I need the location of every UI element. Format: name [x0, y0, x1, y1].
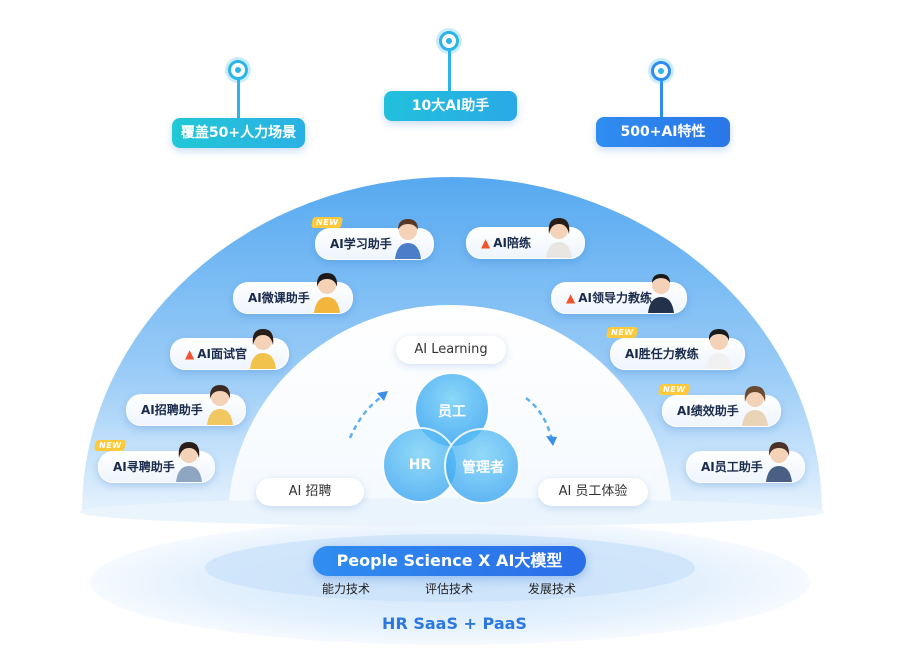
- assistant-ai-employee[interactable]: AI员工助手: [686, 442, 805, 483]
- assistant-ai-learning[interactable]: NEW AI学习助手: [311, 217, 434, 260]
- assistant-label: AI寻聘助手: [113, 460, 175, 474]
- assistant-label: AI员工助手: [701, 460, 763, 474]
- assistant-ai-leadership-coach[interactable]: ▲AI领导力教练: [551, 274, 687, 314]
- avatar-icon: [176, 442, 202, 482]
- assistant-ai-performance[interactable]: NEW AI绩效助手: [658, 384, 781, 427]
- new-badge: NEW: [311, 217, 344, 228]
- avatar-icon: [314, 273, 340, 313]
- stem-center: [448, 48, 451, 94]
- base-title: People Science X AI大模型: [313, 546, 586, 576]
- assistant-label: ▲AI陪练: [481, 228, 531, 258]
- new-badge: NEW: [658, 384, 691, 395]
- assistant-label: AI微课助手: [248, 291, 310, 305]
- assistant-label: AI学习助手: [330, 237, 392, 251]
- tag-ai-features: 500+AI特性: [596, 117, 730, 147]
- venn-label-manager: 管理者: [462, 460, 504, 476]
- avatar-icon: [648, 274, 674, 313]
- assistant-ai-headhunting[interactable]: NEW AI寻聘助手: [94, 440, 215, 483]
- avatar-icon: [395, 219, 421, 259]
- venn-label-employee: 员工: [438, 404, 466, 420]
- base-sub-assessment: 评估技术: [425, 582, 474, 596]
- avatar-icon: [766, 442, 792, 482]
- assistant-ai-sparring[interactable]: ▲AI陪练: [466, 218, 585, 259]
- venn-label-hr: HR: [408, 457, 432, 473]
- new-badge: NEW: [606, 327, 639, 338]
- avatar-icon: [250, 329, 276, 369]
- assistant-ai-recruiting[interactable]: AI招聘助手: [126, 385, 246, 426]
- stem-right: [660, 80, 663, 120]
- assistant-label: AI招聘助手: [141, 403, 203, 417]
- fire-icon: ▲: [185, 347, 195, 361]
- base-sub-capability: 能力技术: [322, 582, 371, 596]
- pin-right: [651, 61, 671, 81]
- avatar-icon: [207, 385, 233, 425]
- base-sub-development: 发展技术: [528, 582, 577, 596]
- tag-scenarios: 覆盖50+人力场景: [172, 118, 305, 148]
- label-ai-recruiting: AI 招聘: [256, 478, 364, 506]
- venn-circle-right: [444, 428, 520, 504]
- assistant-label: AI绩效助手: [677, 404, 739, 418]
- fire-icon: ▲: [481, 236, 491, 250]
- label-ai-learning: AI Learning: [396, 336, 506, 364]
- assistant-label: ▲AI领导力教练: [566, 283, 652, 313]
- arrow-left: [348, 393, 385, 439]
- avatar-icon: [742, 386, 768, 426]
- fire-icon: ▲: [566, 291, 576, 305]
- assistant-ai-microcourse[interactable]: AI微课助手: [233, 273, 353, 314]
- assistant-ai-interviewer[interactable]: ▲AI面试官: [170, 329, 289, 370]
- pin-left: [228, 60, 248, 80]
- avatar-icon: [546, 218, 572, 258]
- dome-floor: [80, 498, 824, 526]
- avatar-icon: [706, 329, 732, 369]
- footer-platform: HR SaaS + PaaS: [382, 614, 527, 633]
- tag-ai-assistants: 10大AI助手: [384, 91, 517, 121]
- pin-center: [439, 31, 459, 51]
- assistant-label: AI胜任力教练: [625, 347, 699, 361]
- assistant-label: ▲AI面试官: [185, 339, 247, 369]
- assistant-ai-competency-coach[interactable]: NEW AI胜任力教练: [606, 327, 745, 370]
- label-ai-employee-experience: AI 员工体验: [538, 478, 648, 506]
- stem-left: [237, 78, 240, 124]
- arrow-right: [525, 396, 554, 441]
- new-badge: NEW: [94, 440, 127, 451]
